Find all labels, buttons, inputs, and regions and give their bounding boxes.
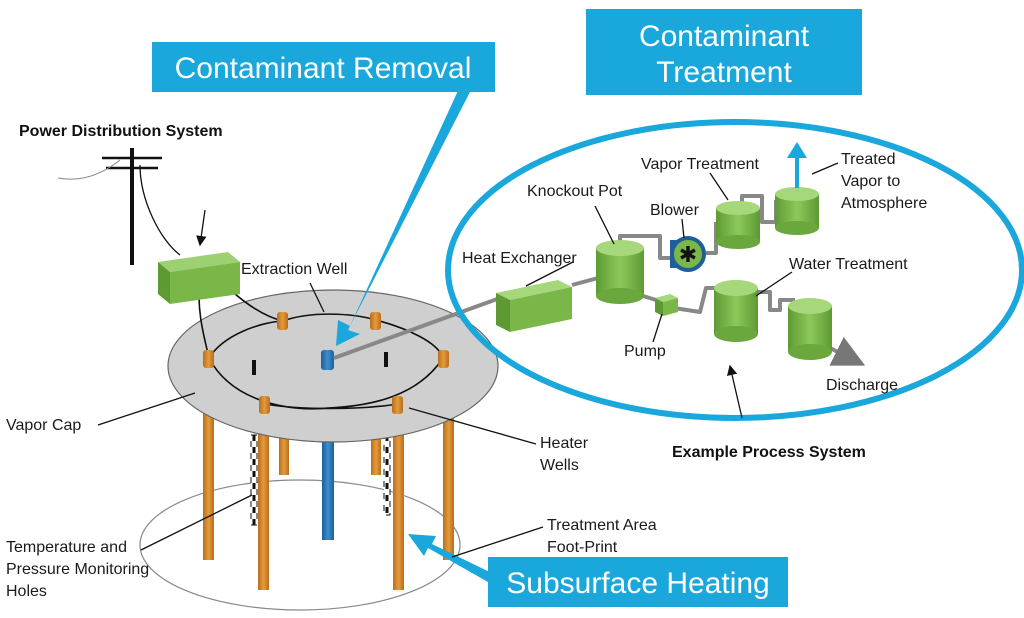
process-system-label: Example Process System — [672, 444, 866, 461]
heater-well-head — [277, 312, 288, 330]
monitoring-holes-label-line2: Pressure Monitoring — [6, 561, 149, 578]
blower: ✱ — [670, 236, 706, 272]
water-treatment-tank — [788, 298, 832, 360]
treated-vapor-label-line1: Treated — [841, 151, 896, 168]
heat-exchanger — [496, 280, 572, 332]
vapor-cap-label: Vapor Cap — [6, 417, 81, 434]
heater-wells-label-line2: Wells — [540, 457, 579, 474]
heating-arrow — [408, 534, 500, 586]
footprint-label-line2: Foot-Print — [547, 539, 618, 556]
treated-vapor-label-line3: Atmosphere — [841, 195, 927, 212]
power-pole — [57, 148, 181, 265]
treated-vapor-arrow — [787, 142, 807, 188]
svg-text:✱: ✱ — [679, 243, 697, 268]
subsurface-heating-banner-text: Subsurface Heating — [506, 567, 770, 600]
heat-exchanger-label: Heat Exchanger — [462, 250, 577, 267]
treated-vapor-label-line2: Vapor to — [841, 173, 900, 190]
blower-label: Blower — [650, 202, 700, 219]
treatment-footprint-ellipse — [139, 479, 461, 611]
extraction-well-label: Extraction Well — [241, 261, 347, 278]
heater-wiring — [198, 279, 444, 410]
process-system-outline — [445, 119, 1024, 421]
subsurface-heating-banner — [488, 557, 788, 607]
heater-well-head — [438, 350, 449, 368]
footprint-label-line1: Treatment Area — [547, 517, 657, 534]
heater-well-pipe — [443, 395, 454, 560]
removal-arrow — [336, 82, 472, 346]
heater-well-pipe — [203, 395, 214, 560]
vapor-treatment-tank — [716, 201, 760, 249]
heater-well-heads — [203, 312, 449, 414]
process-piping — [333, 194, 866, 366]
monitoring-hole-top — [384, 352, 388, 367]
extraction-well-head — [321, 350, 334, 370]
water-treatment-label: Water Treatment — [789, 256, 908, 273]
knockout-pot-label: Knockout Pot — [527, 183, 623, 200]
vapor-treatment-tank — [775, 187, 819, 235]
monitoring-holes-label-line3: Holes — [6, 583, 47, 600]
extraction-well-pipe — [322, 440, 334, 540]
heater-wells-label-line1: Heater — [540, 435, 589, 452]
discharge-label: Discharge — [826, 377, 898, 394]
heater-well-pipe — [393, 415, 404, 590]
pump-label: Pump — [624, 343, 666, 360]
contaminant-removal-banner-text: Contaminant Removal — [175, 52, 472, 85]
heater-well-head — [392, 396, 403, 414]
monitoring-holes-label-line1: Temperature and — [6, 539, 127, 556]
knockout-pot — [596, 240, 644, 304]
monitoring-hole-top — [252, 360, 256, 375]
power-distribution-box — [158, 252, 240, 304]
contaminant-treatment-banner-line1: Contaminant — [639, 20, 810, 53]
pump — [655, 294, 678, 316]
heater-well-head — [203, 350, 214, 368]
water-treatment-tank — [714, 280, 758, 342]
power-distribution-label: Power Distribution System — [19, 123, 223, 140]
vapor-treatment-label: Vapor Treatment — [641, 156, 760, 173]
contaminant-treatment-banner-line2: Treatment — [656, 56, 792, 89]
leader-lines — [97, 162, 839, 558]
heater-well-pipe — [258, 415, 269, 590]
heater-well-head — [370, 312, 381, 330]
heater-well-head — [259, 396, 270, 414]
contaminant-removal-banner — [152, 42, 495, 92]
contaminant-treatment-banner — [586, 9, 862, 95]
